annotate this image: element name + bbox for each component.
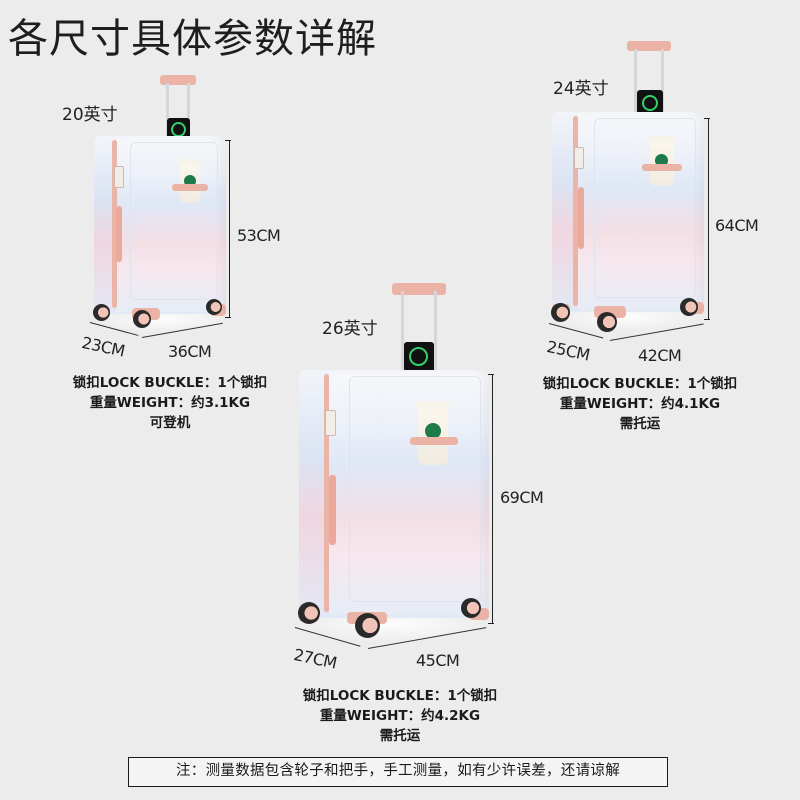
size-label-24: 24英寸: [553, 79, 609, 99]
depth-label-26: 27CM: [292, 645, 339, 673]
side-handle: [578, 187, 584, 249]
weight-spec: 重量WEIGHT：约4.2KG: [319, 708, 481, 724]
lock-icon: [574, 147, 584, 169]
cup-holder: [642, 164, 682, 171]
lock-icon: [325, 410, 336, 436]
lock-spec: 锁扣LOCK BUCKLE：1个锁扣: [542, 376, 738, 392]
side-handle: [116, 206, 122, 262]
page-title: 各尺寸具体参数详解: [8, 16, 377, 62]
usage-spec: 需托运: [379, 728, 421, 744]
suitcase-26: [299, 370, 489, 624]
spec-block-26: 锁扣LOCK BUCKLE：1个锁扣 重量WEIGHT：约4.2KG 需托运: [270, 686, 530, 746]
lock-icon: [114, 166, 124, 188]
wheel: [461, 598, 481, 618]
cup-holder: [410, 437, 458, 445]
depth-label-20: 23CM: [80, 333, 127, 361]
height-dimension-line: [703, 118, 710, 320]
wheel: [298, 602, 320, 624]
wheel: [206, 299, 222, 315]
wheel: [93, 304, 110, 321]
coffee-cup: [416, 401, 450, 465]
usage-spec: 需托运: [619, 416, 661, 432]
width-label-24: 42CM: [638, 346, 682, 365]
usage-spec: 可登机: [149, 415, 191, 431]
wheel: [133, 310, 151, 328]
phone-charging-icon: [404, 342, 434, 372]
coffee-cup: [178, 159, 202, 203]
suitcase-24: [552, 112, 704, 318]
height-dimension-line: [487, 374, 494, 624]
suitcase-20: [94, 136, 226, 320]
measurement-note: 注：测量数据包含轮子和把手，手工测量，如有少许误差，还请谅解: [128, 757, 668, 787]
weight-spec: 重量WEIGHT：约3.1KG: [89, 395, 251, 411]
wheel: [551, 303, 570, 322]
lock-spec: 锁扣LOCK BUCKLE：1个锁扣: [72, 375, 268, 391]
height-dimension-line: [224, 140, 231, 318]
wheel: [680, 298, 698, 316]
wheel: [597, 312, 617, 332]
height-label-26: 69CM: [500, 488, 544, 507]
size-label-20: 20英寸: [62, 105, 118, 125]
lock-spec: 锁扣LOCK BUCKLE：1个锁扣: [302, 688, 498, 704]
wheel: [355, 613, 380, 638]
height-label-20: 53CM: [237, 226, 281, 245]
coffee-cup: [648, 136, 676, 186]
weight-spec: 重量WEIGHT：约4.1KG: [559, 396, 721, 412]
size-label-26: 26英寸: [322, 319, 378, 339]
height-label-24: 64CM: [715, 216, 759, 235]
side-handle: [329, 475, 336, 545]
width-label-20: 36CM: [168, 342, 212, 361]
cup-holder: [172, 184, 208, 191]
width-label-26: 45CM: [416, 651, 460, 670]
spec-block-24: 锁扣LOCK BUCKLE：1个锁扣 重量WEIGHT：约4.1KG 需托运: [510, 374, 770, 434]
spec-block-20: 锁扣LOCK BUCKLE：1个锁扣 重量WEIGHT：约3.1KG 可登机: [40, 373, 300, 433]
depth-label-24: 25CM: [545, 337, 592, 365]
